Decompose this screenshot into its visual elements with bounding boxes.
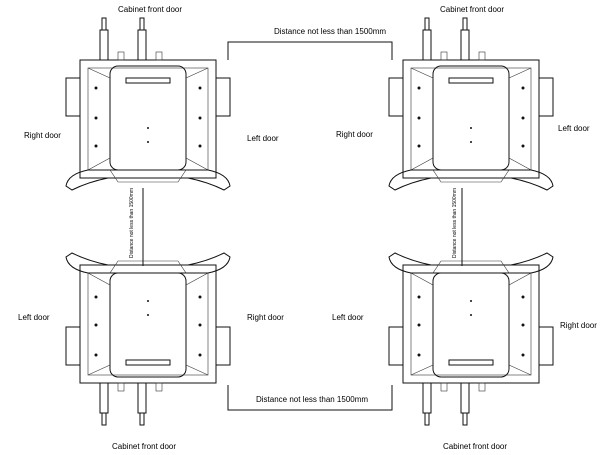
cabinet-bottom-right <box>388 252 554 426</box>
label-right-door-top-right: Right door <box>336 130 373 139</box>
label-left-door-top-right: Left door <box>558 124 590 133</box>
label-front-door-top-left: Cabinet front door <box>118 5 182 14</box>
cabinet-top-right <box>388 17 554 191</box>
cabinet-top-left <box>65 17 231 191</box>
distance-line-bottom <box>227 385 393 411</box>
label-left-door-bottom-left: Left door <box>18 313 50 322</box>
label-front-door-top-right: Cabinet front door <box>440 5 504 14</box>
label-front-door-bottom-left: Cabinet front door <box>112 442 176 451</box>
label-distance-left: Distance not less than 1500mm <box>129 188 135 258</box>
label-right-door-bottom-left: Right door <box>247 313 284 322</box>
label-left-door-top-left: Left door <box>247 134 279 143</box>
label-right-door-bottom-right: Right door <box>560 321 597 330</box>
label-distance-top: Distance not less than 1500mm <box>274 27 386 36</box>
label-left-door-bottom-right: Left door <box>332 313 364 322</box>
label-front-door-bottom-right: Cabinet front door <box>443 442 507 451</box>
distance-line-top <box>227 41 393 60</box>
cabinet-bottom-left <box>65 252 231 426</box>
label-distance-right: Distance not less than 1500mm <box>452 188 458 258</box>
label-distance-bottom: Distance not less than 1500mm <box>256 395 368 404</box>
label-right-door-top-left: Right door <box>24 131 61 140</box>
